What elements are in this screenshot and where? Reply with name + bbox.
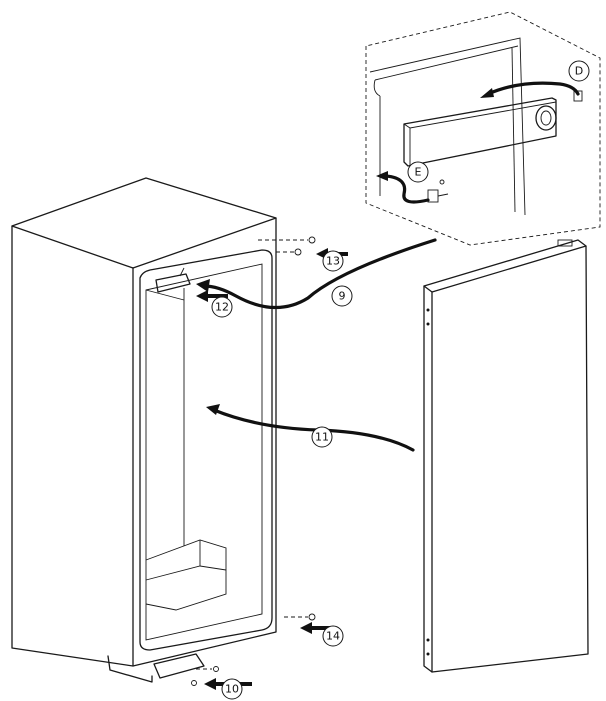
cabinet xyxy=(11,177,277,683)
svg-text:13: 13 xyxy=(326,255,340,268)
callout-14: 14 xyxy=(322,625,344,647)
svg-text:11: 11 xyxy=(315,431,329,444)
cable-11 xyxy=(206,404,415,452)
callout-10: 10 xyxy=(221,678,243,700)
callout-13: 13 xyxy=(322,250,344,272)
svg-text:E: E xyxy=(415,166,422,179)
inset-detail: D E xyxy=(365,11,601,246)
door xyxy=(423,239,589,673)
svg-text:12: 12 xyxy=(215,301,229,314)
svg-text:D: D xyxy=(575,65,583,78)
cable-9 xyxy=(196,238,437,310)
callout-9: 9 xyxy=(331,285,353,307)
callout-12: 12 xyxy=(211,296,233,318)
callout-e: E xyxy=(407,161,429,183)
callout-11: 11 xyxy=(311,426,333,448)
svg-text:10: 10 xyxy=(225,683,239,696)
svg-text:14: 14 xyxy=(326,630,340,643)
svg-text:9: 9 xyxy=(339,290,346,303)
callout-d: D xyxy=(568,60,590,82)
